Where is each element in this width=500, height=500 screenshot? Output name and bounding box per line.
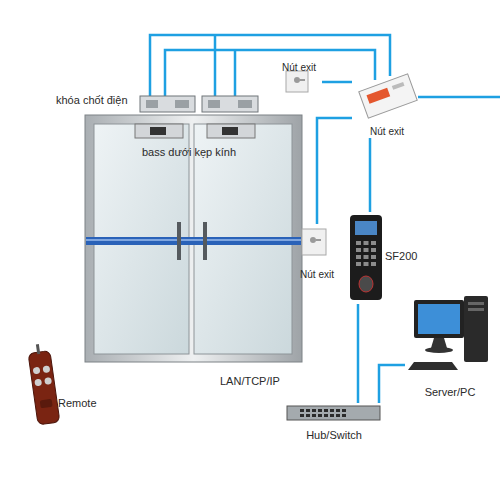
device-node: Nút exit — [296, 224, 338, 280]
monitor-stand — [425, 347, 453, 353]
lock-wires — [150, 35, 500, 97]
terminal-screen — [355, 221, 377, 235]
terminal-keypad — [356, 241, 376, 266]
wire-connector — [322, 81, 352, 84]
bolt-lock — [238, 100, 252, 108]
glass-bracket — [135, 124, 183, 138]
device-label: Server/PC — [425, 386, 476, 399]
monitor-stand — [431, 338, 447, 348]
glass-bracket — [207, 124, 255, 138]
bolt-lock — [140, 96, 195, 112]
device-label: Nút exit — [370, 125, 404, 138]
device-label: Nút exit — [300, 268, 334, 281]
exit-button — [300, 79, 305, 81]
glass-bracket — [222, 127, 238, 135]
exit-button — [294, 77, 300, 83]
device-label: Nút exit — [282, 61, 316, 74]
network-switch — [287, 406, 380, 420]
wire-connector — [369, 138, 372, 212]
device-node: SF200 — [348, 212, 421, 304]
keyboard — [408, 362, 458, 370]
exit-button — [286, 71, 308, 92]
bolt-lock — [146, 100, 158, 108]
pc-tower — [468, 308, 484, 311]
text-label: LAN/TCP/IP — [220, 375, 280, 388]
pc-monitor — [414, 300, 464, 338]
pc-tower — [468, 302, 484, 305]
wire-connector — [317, 118, 352, 224]
text-label: khóa chốt điện — [56, 94, 128, 107]
switch-ports — [300, 409, 346, 417]
push-bar — [86, 237, 301, 245]
pc-screen — [418, 304, 460, 334]
exit-button — [302, 229, 326, 255]
remote-control — [27, 343, 60, 425]
fingerprint-sensor — [359, 276, 373, 292]
text-label: bass dưới kẹp kính — [142, 146, 236, 159]
exit-button — [310, 237, 316, 243]
device-node: Nút exit — [276, 57, 322, 94]
bolt-lock — [208, 100, 220, 108]
push-bar-shine — [86, 239, 301, 241]
bolt-lock — [175, 100, 189, 108]
glass-bracket — [150, 127, 166, 135]
power-supply — [359, 74, 417, 118]
device-label: Hub/Switch — [306, 429, 362, 442]
device-label: SF200 — [385, 250, 417, 263]
door-handle — [203, 222, 207, 260]
device-node: Hub/Switch — [283, 403, 385, 441]
device-node: Nút exit — [352, 70, 422, 138]
exit-button — [316, 239, 321, 241]
text-label: Remote — [58, 397, 97, 410]
bolt-lock — [202, 96, 258, 112]
door-frame — [85, 115, 302, 362]
pc-tower — [464, 296, 488, 362]
device-node: Server/PC — [405, 296, 495, 398]
door-handle — [177, 222, 181, 260]
wire-connector — [379, 365, 405, 403]
fingerprint-terminal — [350, 215, 382, 300]
wire-connector — [357, 304, 360, 403]
